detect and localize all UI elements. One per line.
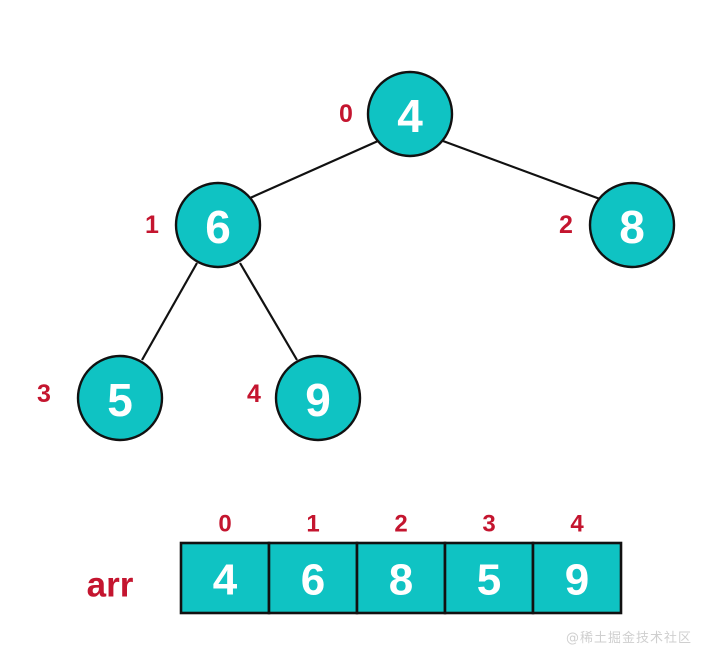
tree-node[interactable]: 40 — [339, 70, 454, 158]
tree-node[interactable]: 53 — [37, 354, 164, 442]
tree-node[interactable]: 94 — [247, 354, 362, 442]
tree-edge — [239, 262, 298, 361]
array-index-label: 1 — [306, 511, 319, 538]
tree-edge — [249, 139, 379, 200]
tree-node-circle[interactable] — [274, 354, 362, 442]
tree-node-value: 5 — [107, 374, 133, 426]
tree-edge — [141, 262, 198, 361]
tree-node-index: 1 — [145, 211, 159, 239]
array-cell-value: 9 — [565, 556, 589, 605]
tree-node[interactable]: 82 — [559, 181, 676, 269]
array-index-label: 3 — [482, 511, 495, 538]
tree-node-circle[interactable] — [76, 354, 164, 442]
tree-node-index: 2 — [559, 211, 573, 239]
tree-edge — [442, 139, 601, 201]
tree-node-index: 4 — [247, 380, 261, 408]
array-cell-box[interactable] — [267, 541, 359, 615]
tree-node-value: 4 — [397, 90, 423, 142]
watermark-text: @稀土掘金技术社区 — [565, 631, 692, 646]
array-cell[interactable]: 61 — [267, 511, 359, 615]
array-index-label: 2 — [394, 511, 407, 538]
array-name-label: arr — [87, 566, 134, 605]
tree-node-circle[interactable] — [366, 70, 454, 158]
tree-node-value: 8 — [619, 201, 645, 253]
array-cell-value: 6 — [301, 556, 325, 605]
array-cell-value: 5 — [477, 556, 501, 605]
tree-node-index: 0 — [339, 100, 353, 128]
array-cell-box[interactable] — [531, 541, 623, 615]
tree-node-index: 3 — [37, 380, 51, 408]
array-index-label: 0 — [218, 511, 231, 538]
array-index-label: 4 — [570, 511, 584, 538]
tree-node-value: 6 — [205, 201, 231, 253]
tree-node-circle[interactable] — [588, 181, 676, 269]
tree-node-circle[interactable] — [174, 181, 262, 269]
array-cell[interactable]: 94 — [531, 511, 623, 615]
array-cell-box[interactable] — [355, 541, 447, 615]
array-cell-value: 4 — [213, 556, 238, 605]
tree-edges-group — [141, 139, 601, 361]
array-cell[interactable]: 82 — [355, 511, 447, 615]
array-cell-box[interactable] — [179, 541, 271, 615]
tree-node[interactable]: 61 — [145, 181, 262, 269]
array-cell[interactable]: 40 — [179, 511, 271, 615]
array-cell[interactable]: 53 — [443, 511, 535, 615]
array-cell-box[interactable] — [443, 541, 535, 615]
array-cell-value: 8 — [389, 556, 413, 605]
tree-node-value: 9 — [305, 374, 331, 426]
